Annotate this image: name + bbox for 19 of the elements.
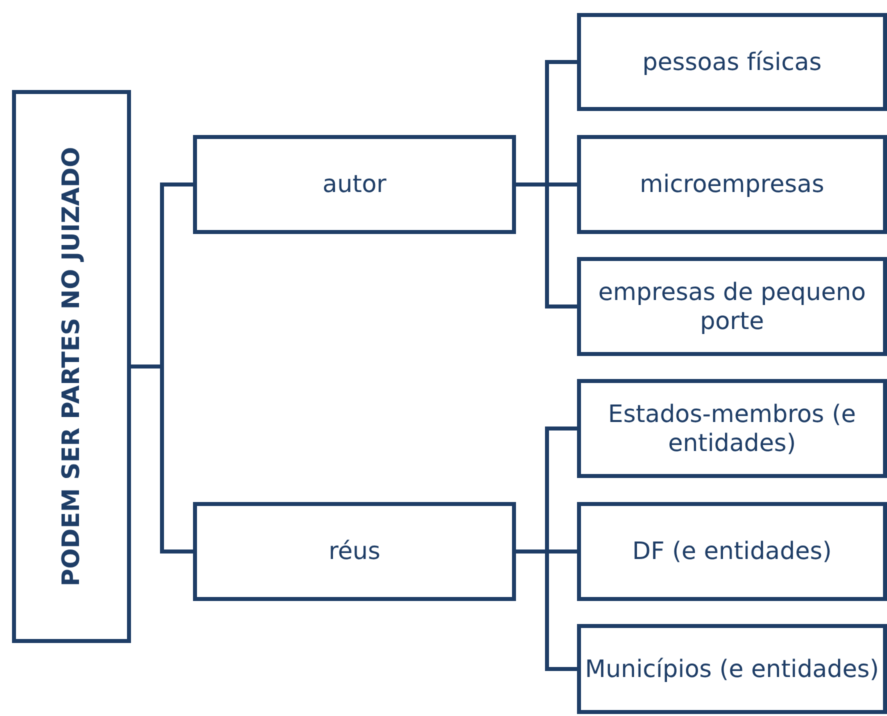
box-label: DF (e entidades) [632,537,832,566]
connector-line [131,364,193,554]
category-box [577,379,887,478]
category-box [577,502,887,601]
box-label: Estados-membros (e entidades) [607,400,857,458]
category-box [577,257,887,356]
box-label: empresas de pequeno porte [597,278,867,336]
category-box [577,135,887,234]
vertical-label: PODEM SER PARTES NO JUIZADO [57,146,86,586]
box-label: réus [328,537,380,566]
box-label: autor [322,170,386,199]
category-box [193,502,516,601]
category-box [577,13,887,111]
box-label: Municípios (e entidades) [585,654,879,684]
box-label: pessoas físicas [642,48,822,76]
box-label: microempresas [640,170,824,199]
category-box [577,624,887,714]
title-box [12,90,131,643]
category-box [193,135,516,234]
